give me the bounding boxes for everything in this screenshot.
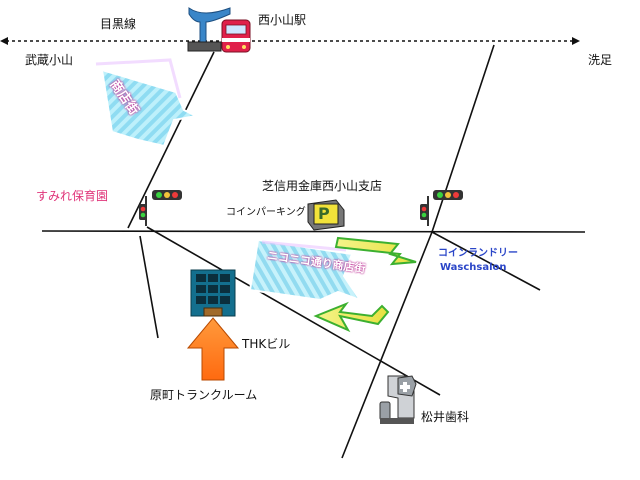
station-label: 西小山駅 <box>258 13 307 27</box>
thk-building-label: THKビル <box>242 337 291 351</box>
nikoniko-bubble <box>248 238 363 302</box>
laundry-name-label: Waschsalon <box>440 262 507 273</box>
direction-arrow-green <box>313 236 417 333</box>
parking-sign-icon <box>307 199 345 231</box>
laundry-label: コインランドリー <box>438 248 518 259</box>
road-left-upper <box>127 51 215 229</box>
east-direction-label: 洗足 <box>588 53 613 67</box>
west-direction-label: 武蔵小山 <box>25 53 74 67</box>
destination-arrow <box>186 317 240 381</box>
traffic-light-right <box>420 190 463 226</box>
dental-label: 松井歯科 <box>421 410 470 424</box>
road-right-lower <box>341 231 433 459</box>
traffic-light-left <box>139 190 182 226</box>
railway-arrow-east <box>572 37 580 45</box>
parking-label: コインパーキング <box>226 207 306 218</box>
shotengai-bubble <box>95 58 200 148</box>
dental-clinic-icon <box>379 375 417 424</box>
nursery-label: すみれ保育園 <box>36 189 109 203</box>
road-left-lower <box>139 235 159 339</box>
train-icon <box>221 19 251 53</box>
road-right-branch <box>431 231 541 291</box>
parking-sign-label: P <box>318 204 330 223</box>
station-platform-icon <box>187 7 231 52</box>
main-road <box>41 230 586 233</box>
bank-label: 芝信用金庫西小山支店 <box>262 179 383 193</box>
road-diagonal <box>146 226 441 396</box>
road-right-upper <box>431 44 495 233</box>
rail-line-label: 目黒線 <box>100 17 137 31</box>
building-icon <box>190 269 236 317</box>
railway-arrow-west <box>0 37 8 45</box>
destination-label: 原町トランクルーム <box>150 388 258 402</box>
